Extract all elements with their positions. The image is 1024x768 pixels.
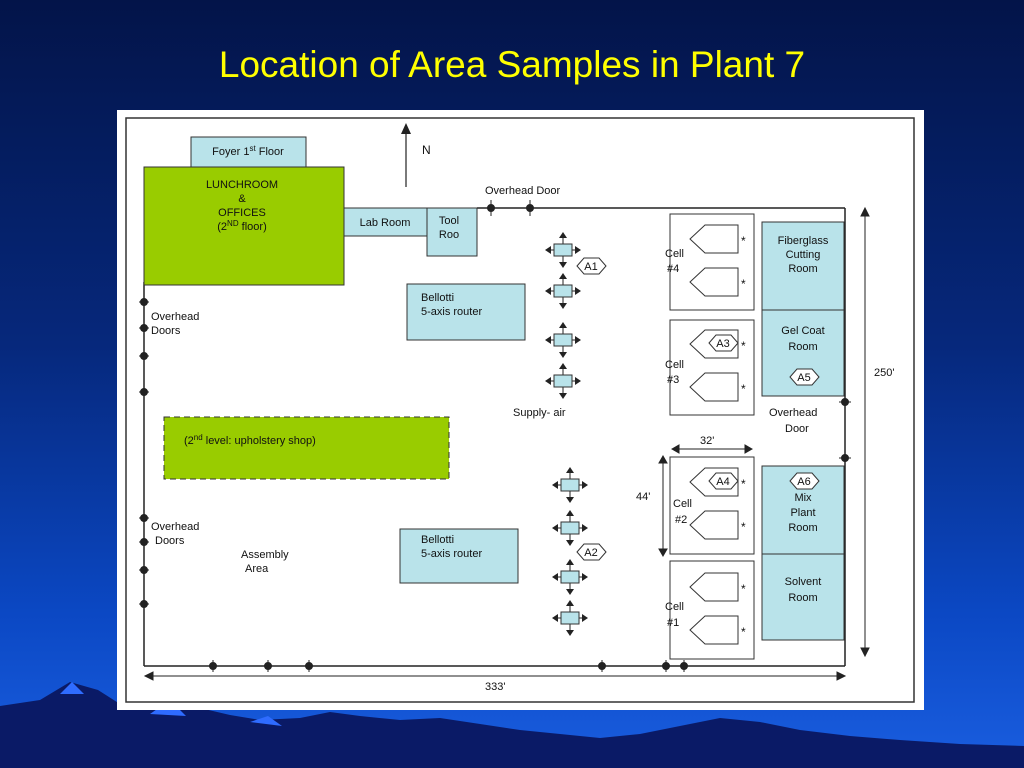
foyer-label: Foyer 1st Floor [212,144,284,159]
cell-2-line1: Cell [673,498,692,510]
star: * [741,382,746,396]
cell-1 [669,560,755,660]
star: * [741,582,746,596]
overhead-door-right-markers [839,398,851,462]
overhead-doors-left-1-line1: Overhead [151,311,199,323]
lunchroom-line2: & [238,193,246,205]
supply-air-diffusers-upper [544,231,582,400]
supply-air-label: Supply- air [513,407,566,419]
tool-room-line2: Roo [439,229,459,241]
solvent-room [761,553,845,641]
sample-a6: A6 [789,472,820,490]
lunchroom-line4: (2ND floor) [217,219,266,234]
router-2-line1: Bellotti [421,534,454,546]
overhead-doors-left-markers [139,298,149,608]
sample-a4-label: A4 [716,476,729,488]
sample-a3-label: A3 [716,338,729,350]
star: * [741,234,746,248]
star: * [741,520,746,534]
lunchroom-line3: OFFICES [218,207,266,219]
router-1-line2: 5-axis router [421,306,482,318]
upholstery-label: (2nd level: upholstery shop) [184,433,316,448]
cell-3-line2: #3 [667,374,679,386]
router-2-line2: 5-axis router [421,548,482,560]
router-1-line1: Bellotti [421,292,454,304]
star: * [741,477,746,491]
tool-room-line1: Tool [439,215,459,227]
cell-height-label: 44' [636,491,650,503]
cell-4 [669,213,755,311]
sample-a5-label: A5 [797,372,810,384]
height-dimension-label: 250' [874,367,894,379]
overhead-door-top-markers [487,200,534,216]
router-2 [399,528,519,584]
sample-a2: A2 [576,543,607,561]
lunchroom-line1: LUNCHROOM [206,179,278,191]
star: * [741,277,746,291]
sample-a4: A4 [708,472,739,490]
gel-coat-line2: Room [788,341,817,353]
solvent-line1: Solvent [785,576,822,588]
sample-a6-label: A6 [797,476,810,488]
sample-a1: A1 [576,257,607,275]
width-dimension-label: 333' [485,681,505,693]
fiberglass-line2: Cutting [786,249,821,261]
overhead-doors-left-2-line1: Overhead [151,521,199,533]
overhead-doors-left-2-line2: Doors [155,535,185,547]
overhead-doors-left-1-line2: Doors [151,325,181,337]
overhead-door-right-line1: Overhead [769,407,817,419]
router-1 [406,283,526,341]
assembly-line2: Area [245,563,269,575]
star: * [741,625,746,639]
plan-border [125,117,915,703]
height-dimension [860,206,870,658]
mix-plant-line2: Plant [790,507,815,519]
sample-a1-label: A1 [584,261,597,273]
cell-stars: * * * * * * * * [741,234,746,639]
star: * [741,339,746,353]
foyer-room [190,136,307,168]
cell-width-dimension [670,444,754,454]
upholstery-shop [163,416,450,480]
solvent-line2: Room [788,592,817,604]
mix-plant-line1: Mix [794,492,812,504]
cell-height-dimension [658,454,668,558]
sample-a5: A5 [789,368,820,386]
slide-title: Location of Area Samples in Plant 7 [218,44,806,85]
gel-coat-line1: Gel Coat [781,325,824,337]
fiberglass-cutting-room [761,221,845,311]
north-arrow: N [401,123,431,187]
cell-2-line2: #2 [675,514,687,526]
overhead-door-right-line2: Door [785,423,809,435]
cell-1-line2: #1 [667,617,679,629]
floor-plan-frame: N Foyer 1st Floor LUNCHROOM & OFFICES (2… [117,110,924,710]
fiberglass-line1: Fiberglass [778,235,829,247]
overhead-doors-bottom-markers [209,660,688,672]
north-label: N [422,143,431,157]
width-dimension [143,671,847,681]
cell-2 [669,456,755,555]
cell-3-line1: Cell [665,359,684,371]
lunchroom-offices [143,166,345,286]
cell-width-label: 32' [700,435,714,447]
cell-4-line1: Cell [665,248,684,260]
fiberglass-line3: Room [788,263,817,275]
tool-room [426,207,478,257]
assembly-line1: Assembly [241,549,289,561]
cell-3 [669,319,755,416]
cell-1-line1: Cell [665,601,684,613]
sample-a3: A3 [708,334,739,352]
lab-room-label: Lab Room [360,217,411,229]
floor-plan: N Foyer 1st Floor LUNCHROOM & OFFICES (2… [125,117,915,703]
mix-plant-line3: Room [788,522,817,534]
lab-room [343,207,428,237]
sample-a2-label: A2 [584,547,597,559]
cell-4-line2: #4 [667,263,679,275]
overhead-door-top-label: Overhead Door [485,185,561,197]
